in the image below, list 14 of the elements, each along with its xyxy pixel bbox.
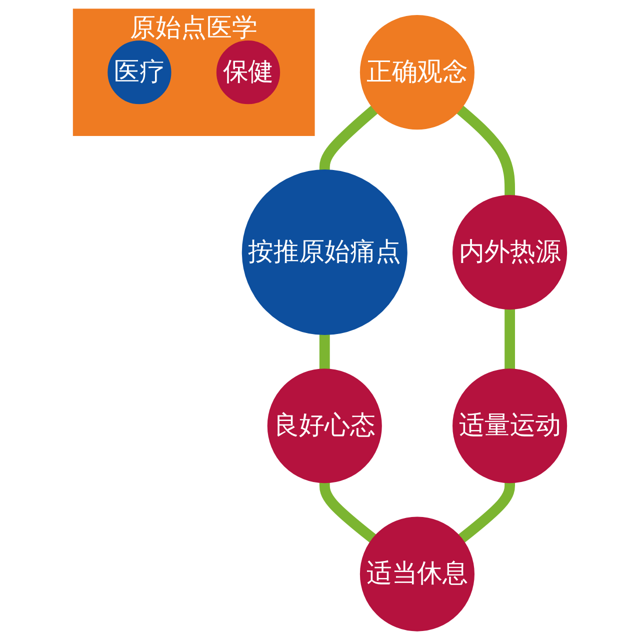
node-circle: 适当休息 [360, 516, 474, 632]
node-circle: 正确观念 [360, 15, 474, 130]
node-circle: 良好心态 [267, 368, 382, 484]
connector [319, 480, 376, 543]
connector [319, 332, 330, 372]
connector [319, 106, 378, 172]
node-circle: 医疗 [108, 40, 172, 104]
node-circle: 内外热源 [452, 195, 568, 310]
node-circle: 按推原始痛点 [242, 170, 408, 336]
node-circle: 保健 [216, 40, 280, 104]
connector [458, 480, 515, 543]
connector [504, 309, 515, 372]
node-circle: 适量运动 [452, 368, 568, 484]
connector [456, 106, 515, 196]
